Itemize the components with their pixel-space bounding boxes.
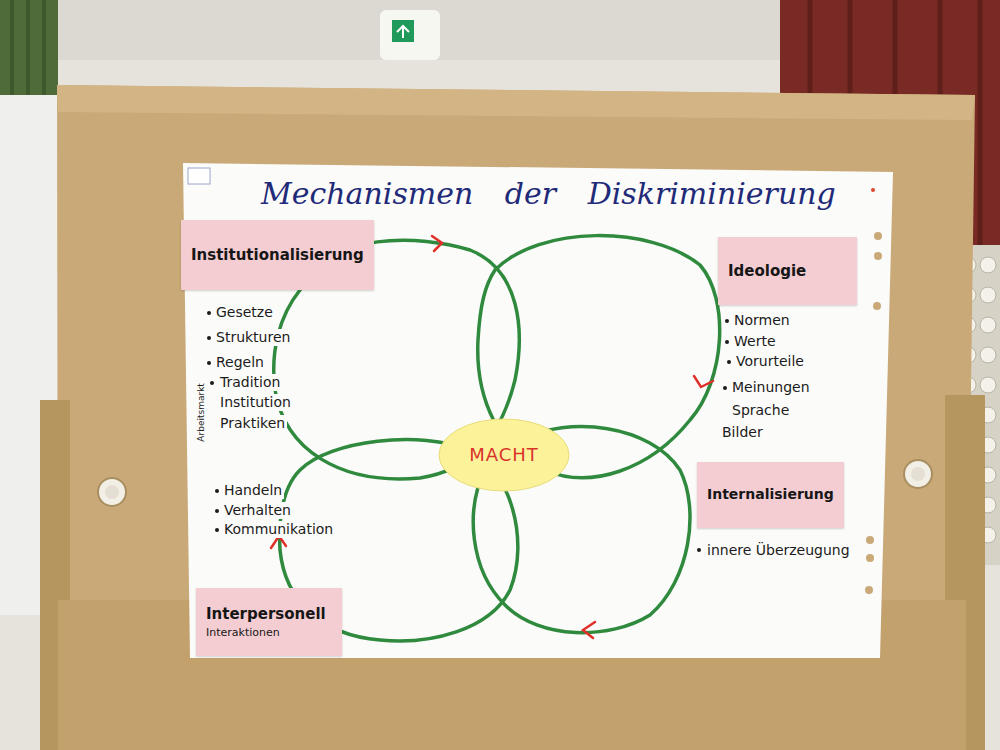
- list-item: Vorurteile: [734, 353, 806, 370]
- node-title: Ideologie: [728, 262, 806, 281]
- list-item: Verhalten: [222, 502, 293, 519]
- sticky-note: Internalisierung: [697, 462, 844, 528]
- list-item: Werte: [732, 333, 778, 350]
- chart-title: Mechanismen der Diskriminierung: [261, 176, 836, 211]
- list-item: Kommunikation: [222, 521, 335, 538]
- list-item: Sprache: [730, 402, 791, 419]
- list-item: Bilder: [720, 424, 765, 441]
- sticky-note: Institutionalisierung: [181, 220, 374, 290]
- list-item: Strukturen: [214, 329, 292, 346]
- node-subtitle: Interaktionen: [206, 626, 280, 640]
- sticky-note: Ideologie: [718, 237, 857, 305]
- list-item: innere Überzeugung: [705, 542, 852, 559]
- list-item: Handeln: [222, 482, 284, 499]
- list-item: Normen: [732, 312, 792, 329]
- list-item: Gesetze: [214, 304, 275, 321]
- vertical-note: Arbeitsmarkt: [196, 382, 207, 443]
- node-title: MACHT: [469, 444, 539, 467]
- node-title: Interpersonell: [206, 605, 326, 624]
- list-item: Regeln: [214, 354, 266, 371]
- list-item: Institution: [218, 394, 293, 411]
- list-item: Praktiken: [218, 415, 287, 432]
- list-item: Meinungen: [730, 379, 812, 396]
- center-ellipse: MACHT: [438, 418, 570, 492]
- list-item: Tradition: [218, 374, 282, 391]
- sticky-note: InterpersonellInteraktionen: [196, 588, 342, 656]
- node-title: Institutionalisierung: [191, 246, 364, 265]
- node-title: Internalisierung: [707, 486, 834, 504]
